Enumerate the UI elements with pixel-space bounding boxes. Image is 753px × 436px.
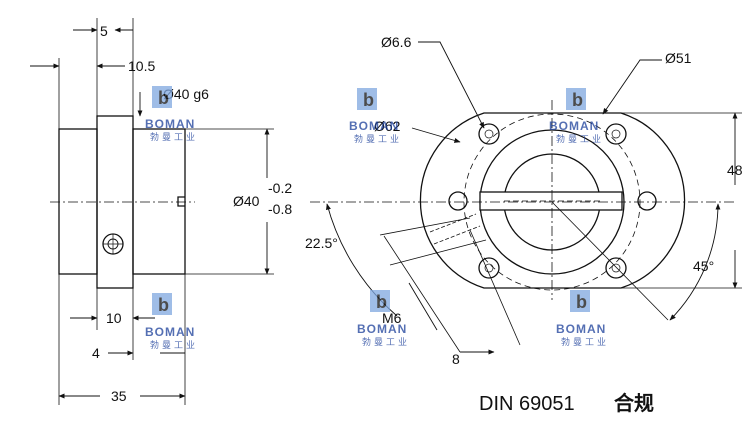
watermark-chinese: 勃曼工业 — [150, 131, 198, 142]
watermark-brand: BOMAN — [145, 325, 195, 339]
label-tol-lower: -0.8 — [268, 201, 292, 217]
watermark-brand: BOMAN — [145, 117, 195, 131]
watermark-chinese: 勃曼工业 — [354, 133, 402, 144]
watermark-5: b BOMAN 勃曼工业 — [357, 290, 410, 347]
label-thread-m6: M6 — [382, 310, 402, 326]
watermark-6: b BOMAN 勃曼工业 — [556, 290, 609, 347]
front-view — [310, 41, 742, 355]
label-angle-22-5: 22.5° — [305, 235, 338, 251]
bolt-holes — [448, 123, 657, 279]
watermark-chinese: 勃曼工业 — [561, 336, 609, 347]
watermark-1: b BOMAN 勃曼工业 — [145, 86, 198, 142]
side-body-left — [58, 128, 98, 275]
watermark-3: b BOMAN 勃曼工业 — [549, 88, 604, 144]
watermark-chinese: 勃曼工业 — [362, 336, 410, 347]
compliance-label: 合规 — [614, 391, 654, 415]
label-dim-8: 8 — [452, 351, 460, 367]
standard-label: DIN 69051 — [479, 393, 575, 415]
svg-text:b: b — [363, 90, 374, 110]
watermark-brand: BOMAN — [556, 322, 606, 336]
side-body-right — [132, 128, 186, 275]
label-dim-48: 48 — [727, 162, 743, 178]
watermark-brand: BOMAN — [549, 119, 599, 133]
svg-text:b: b — [572, 90, 583, 110]
watermark-brand: BOMAN — [357, 322, 407, 336]
watermark-chinese: 勃曼工业 — [150, 339, 198, 350]
svg-text:b: b — [576, 292, 587, 312]
svg-text:b: b — [158, 88, 169, 108]
side-view — [30, 18, 274, 405]
label-dim-d51: Ø51 — [665, 50, 692, 66]
watermark-brand: BOMAN — [349, 119, 399, 133]
watermark-4: b BOMAN 勃曼工业 — [145, 293, 198, 350]
label-dim-d40g6: Ø40 g6 — [163, 86, 209, 102]
label-dim-d62: Ø62 — [374, 118, 401, 134]
label-dim-5: 5 — [100, 23, 108, 39]
watermark-chinese: 勃曼工业 — [556, 133, 604, 144]
svg-text:b: b — [376, 292, 387, 312]
label-dim-35: 35 — [111, 388, 127, 404]
label-tol-upper: -0.2 — [268, 180, 292, 196]
svg-text:b: b — [158, 295, 169, 315]
label-dim-10-5: 10.5 — [128, 58, 155, 74]
label-dim-d6-6: Ø6.6 — [381, 34, 412, 50]
label-angle-45: 45° — [693, 258, 714, 274]
label-dim-d40: Ø40 — [233, 193, 260, 209]
side-notch — [177, 196, 185, 207]
label-dim-4: 4 — [92, 345, 100, 361]
watermark-2: b BOMAN 勃曼工业 — [349, 88, 402, 144]
label-dim-10: 10 — [106, 310, 122, 326]
